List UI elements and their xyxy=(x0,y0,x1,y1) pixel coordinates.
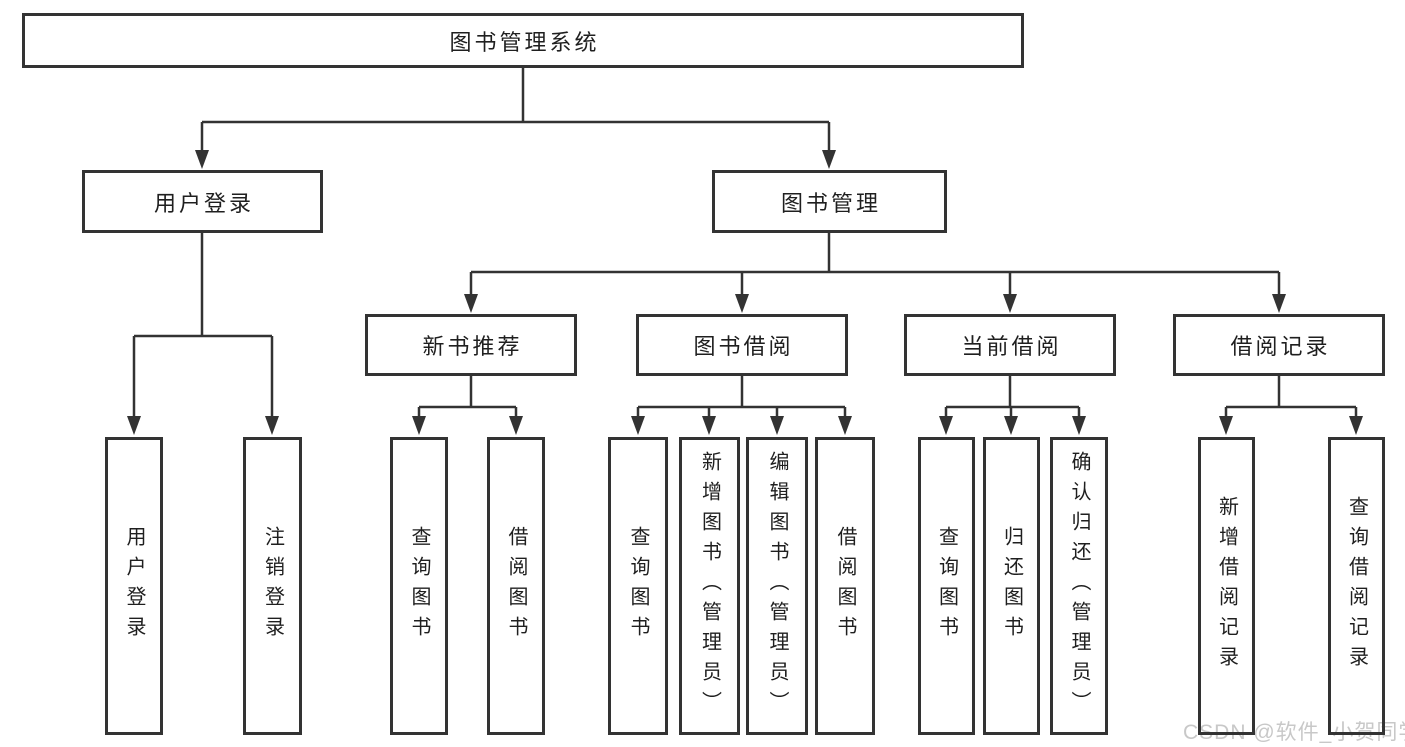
node-book-management: 图书管理 xyxy=(712,170,947,233)
node-root: 图书管理系统 xyxy=(22,13,1024,68)
node-leaf-cb-query-book: 查询图书 xyxy=(918,437,975,735)
node-leaf-bb-borrow-book: 借阅图书 xyxy=(815,437,875,735)
connector-book-borrow-to-leaves xyxy=(631,376,852,435)
connector-book-management-to-level3 xyxy=(464,233,1286,313)
connector-root-to-level2 xyxy=(195,68,836,169)
node-leaf-nbr-query-book: 查询图书 xyxy=(390,437,448,735)
node-user-login: 用户登录 xyxy=(82,170,323,233)
node-leaf-bb-add-book: 新增图书（管理员） xyxy=(679,437,740,735)
connector-new-book-recommend-to-leaves xyxy=(412,376,523,435)
connector-user-login-to-leaves xyxy=(127,233,279,435)
node-leaf-br-add-record: 新增借阅记录 xyxy=(1198,437,1255,735)
node-leaf-user-login: 用户登录 xyxy=(105,437,163,735)
node-leaf-cb-confirm-return: 确认归还（管理员） xyxy=(1050,437,1108,735)
node-new-book-recommend: 新书推荐 xyxy=(365,314,577,376)
node-book-borrow: 图书借阅 xyxy=(636,314,848,376)
node-current-borrow: 当前借阅 xyxy=(904,314,1116,376)
connector-borrow-record-to-leaves xyxy=(1219,376,1363,435)
node-leaf-bb-query-book: 查询图书 xyxy=(608,437,668,735)
node-leaf-bb-edit-book: 编辑图书（管理员） xyxy=(746,437,808,735)
connector-current-borrow-to-leaves xyxy=(939,376,1086,435)
node-leaf-nbr-borrow-book: 借阅图书 xyxy=(487,437,545,735)
node-borrow-record: 借阅记录 xyxy=(1173,314,1385,376)
node-leaf-br-query-record: 查询借阅记录 xyxy=(1328,437,1385,735)
watermark: CSDN @软件_小贺同学 xyxy=(1183,721,1405,744)
node-leaf-cb-return-book: 归还图书 xyxy=(983,437,1040,735)
node-leaf-logout: 注销登录 xyxy=(243,437,302,735)
